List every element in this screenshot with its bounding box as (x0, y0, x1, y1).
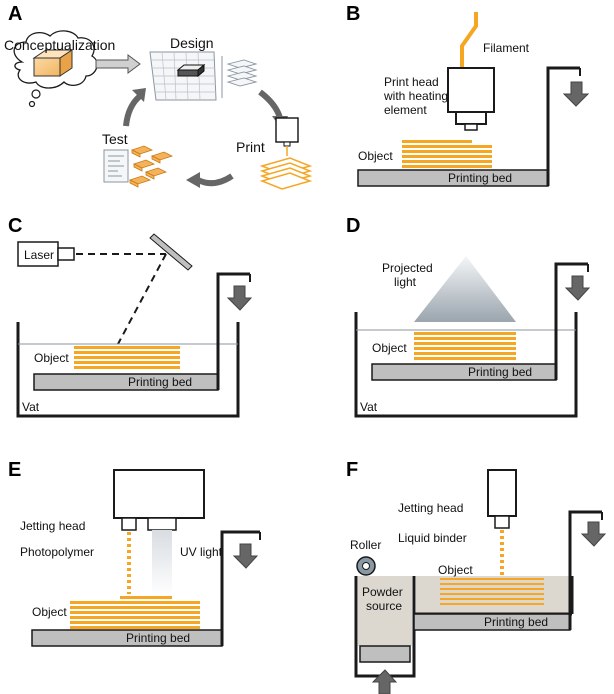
label-design: Design (170, 35, 214, 51)
cycle-arrow (196, 173, 234, 187)
label-liquid-binder: Liquid binder (398, 531, 467, 545)
down-arrow (226, 285, 253, 311)
panel-e: E Jetting head Photopolymer UV light Obj… (8, 459, 261, 647)
printed-object (402, 140, 492, 168)
step-arrow (95, 54, 141, 74)
jetting-head (487, 469, 517, 517)
slices-icon (226, 59, 258, 87)
label-bed: Printing bed (128, 375, 192, 389)
label-light-1: Projected (382, 261, 433, 275)
printed-object (414, 332, 516, 360)
label-bed: Printing bed (126, 631, 190, 645)
label-light-2: light (394, 275, 417, 289)
label-jetting-head: Jetting head (398, 501, 463, 515)
cycle-arrowhead (186, 172, 200, 188)
panel-b-letter: B (346, 3, 360, 25)
frame-arm (568, 510, 602, 630)
panel-f-letter: F (346, 459, 358, 481)
label-bed: Printing bed (484, 615, 548, 629)
label-head-2: with heating (383, 89, 448, 103)
source-piston (359, 645, 411, 663)
jet-nozzle (121, 517, 137, 531)
down-arrow (564, 275, 591, 301)
laser-source (17, 241, 59, 267)
box-icon (32, 49, 74, 77)
down-arrow (580, 521, 607, 547)
jetting-head (113, 469, 205, 519)
label-powder-2: source (366, 599, 402, 613)
cycle-arrowhead (132, 88, 146, 102)
print-head (447, 67, 495, 113)
label-test: Test (102, 131, 128, 147)
label-powder-1: Powder (362, 585, 403, 599)
design-grid-icon (149, 51, 217, 101)
frame-arm (216, 272, 250, 390)
nozzle (464, 123, 478, 131)
thought-bubble (28, 100, 36, 108)
printed-object (440, 578, 544, 605)
label-vat: Vat (22, 400, 40, 414)
label-bed: Printing bed (468, 365, 532, 379)
panel-a: A Conceptualization Design (4, 3, 313, 190)
printed-object (70, 596, 200, 629)
heating-element (455, 111, 487, 125)
label-object: Object (358, 149, 393, 163)
test-report-icon (103, 149, 129, 183)
label-object: Object (438, 563, 473, 577)
panel-b: B Filament Print head with heating eleme… (346, 3, 590, 187)
cycle-arrow (258, 89, 283, 119)
down-arrow (232, 543, 259, 569)
down-arrow (562, 81, 590, 107)
mini-printed-object (259, 157, 313, 190)
label-conceptualization: Conceptualization (4, 37, 115, 53)
uv-light-beam (152, 530, 172, 596)
label-filament: Filament (483, 41, 530, 55)
uv-lamp (147, 517, 177, 531)
panel-c-letter: C (8, 215, 22, 237)
mirror (149, 233, 193, 271)
frame-arm (554, 262, 588, 380)
panel-c: C Laser Vat Object Printing bed (8, 215, 253, 418)
cycle-arrow (123, 93, 143, 127)
panel-f: F Jetting head Liquid binder Roller Powd… (346, 459, 607, 694)
thought-bubble (31, 89, 41, 99)
label-print: Print (236, 139, 265, 155)
vat (16, 322, 240, 418)
frame-arm (220, 530, 260, 646)
label-head-3: element (384, 103, 427, 117)
label-object: Object (32, 605, 67, 619)
label-roller: Roller (350, 538, 381, 552)
frame-arm (546, 66, 580, 186)
label-laser: Laser (24, 248, 54, 262)
laser-aperture (57, 247, 75, 261)
panel-a-letter: A (8, 3, 22, 25)
test-samples-icon (128, 145, 174, 188)
label-bed: Printing bed (448, 171, 512, 185)
vat (354, 312, 578, 418)
label-object: Object (372, 341, 407, 355)
powder-source (358, 576, 412, 646)
printed-object (74, 346, 180, 369)
label-head-1: Print head (384, 75, 439, 89)
laser-beam-reflected (117, 253, 167, 345)
mini-print-head-icon (275, 117, 299, 156)
up-arrow (371, 669, 398, 694)
jet-nozzle (494, 515, 510, 529)
label-photopolymer: Photopolymer (20, 545, 94, 559)
label-object: Object (34, 351, 69, 365)
label-vat: Vat (360, 400, 378, 414)
panel-e-letter: E (8, 459, 21, 481)
label-jetting-head: Jetting head (20, 519, 85, 533)
label-uv-light: UV light (180, 545, 223, 559)
projected-light-cone (414, 256, 516, 322)
panel-d: D Projected light Vat Object Printing be… (346, 215, 591, 418)
panel-d-letter: D (346, 215, 360, 237)
filament-strand (460, 12, 478, 68)
roller-hub (362, 562, 370, 570)
